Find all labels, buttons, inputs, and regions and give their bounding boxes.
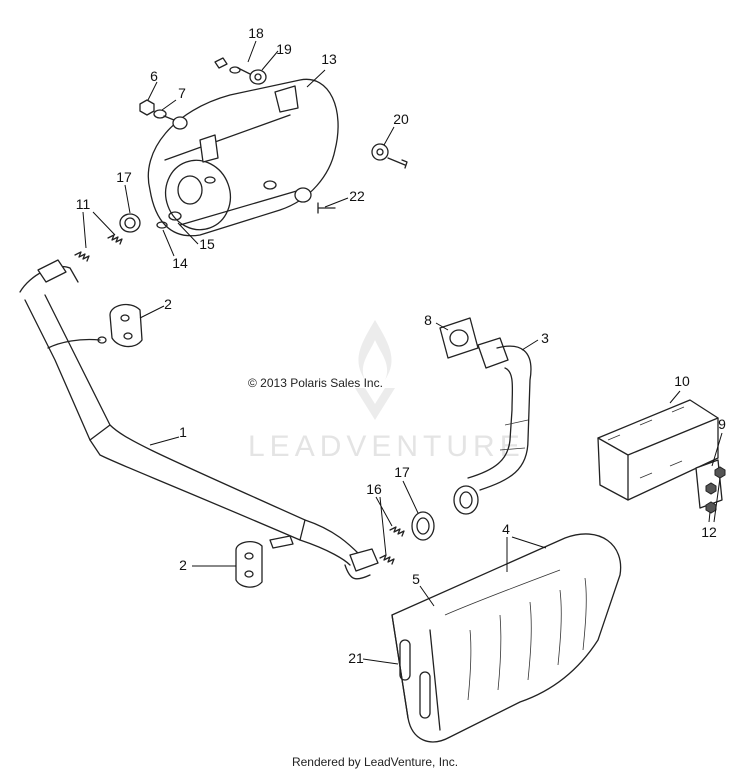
callout-19: 19 <box>276 41 292 57</box>
callout-16: 16 <box>366 481 382 497</box>
part-3-mid-pipe <box>453 337 532 515</box>
callout-3: 3 <box>541 330 549 346</box>
flame-logo-icon <box>355 320 395 420</box>
part-17-gasket-lower <box>411 511 435 541</box>
callout-10: 10 <box>674 373 690 389</box>
watermark-text: LEADVENTURE <box>248 430 525 463</box>
part-10-bracket <box>597 399 719 501</box>
callout-9: 9 <box>718 416 726 432</box>
part-18-bolt <box>214 57 251 75</box>
part-7-bolt-washer <box>153 109 188 130</box>
callout-12: 12 <box>701 524 717 540</box>
part-20-mount <box>371 143 408 169</box>
callout-14: 14 <box>172 255 188 271</box>
part-19-grommet <box>249 69 267 85</box>
part-2-isolator-upper <box>109 303 143 348</box>
part-12-nuts <box>705 466 726 514</box>
part-6-nut <box>139 99 155 116</box>
part-8-gasket <box>439 317 479 359</box>
callout-15: 15 <box>199 236 215 252</box>
footer-credit: Rendered by LeadVenture, Inc. <box>292 755 458 769</box>
leadventure-watermark: LEADVENTURE <box>248 320 525 463</box>
part-14-spring <box>156 221 168 229</box>
callout-22: 22 <box>349 188 365 204</box>
callout-18: 18 <box>248 25 264 41</box>
callout-8: 8 <box>424 312 432 328</box>
copyright-notice: © 2013 Polaris Sales Inc. <box>248 376 383 390</box>
part-11-springs <box>74 234 123 262</box>
part-1-head-pipe <box>19 259 379 580</box>
callout-1: 1 <box>179 424 187 440</box>
part-22-mount <box>294 187 336 214</box>
part-15-clip <box>168 211 182 221</box>
callout-6: 6 <box>150 68 158 84</box>
callout-labels: 18 19 13 6 7 20 22 17 11 15 14 2 1 2 8 3… <box>76 25 726 666</box>
callout-21: 21 <box>348 650 364 666</box>
callout-4: 4 <box>502 521 510 537</box>
leader-lines <box>82 40 723 665</box>
callout-17-upper: 17 <box>116 169 132 185</box>
part-13-muffler <box>147 78 339 237</box>
callout-7: 7 <box>178 85 186 101</box>
callout-5: 5 <box>412 571 420 587</box>
part-2-isolator-lower <box>235 540 263 588</box>
callout-11: 11 <box>76 196 91 212</box>
callout-20: 20 <box>393 111 409 127</box>
part-17-gasket-upper <box>119 213 141 233</box>
callout-17-lower: 17 <box>394 464 410 480</box>
part-21-heat-shield <box>391 533 622 743</box>
callout-2-lower: 2 <box>179 557 187 573</box>
callout-2-upper: 2 <box>164 296 172 312</box>
callout-13: 13 <box>321 51 337 67</box>
